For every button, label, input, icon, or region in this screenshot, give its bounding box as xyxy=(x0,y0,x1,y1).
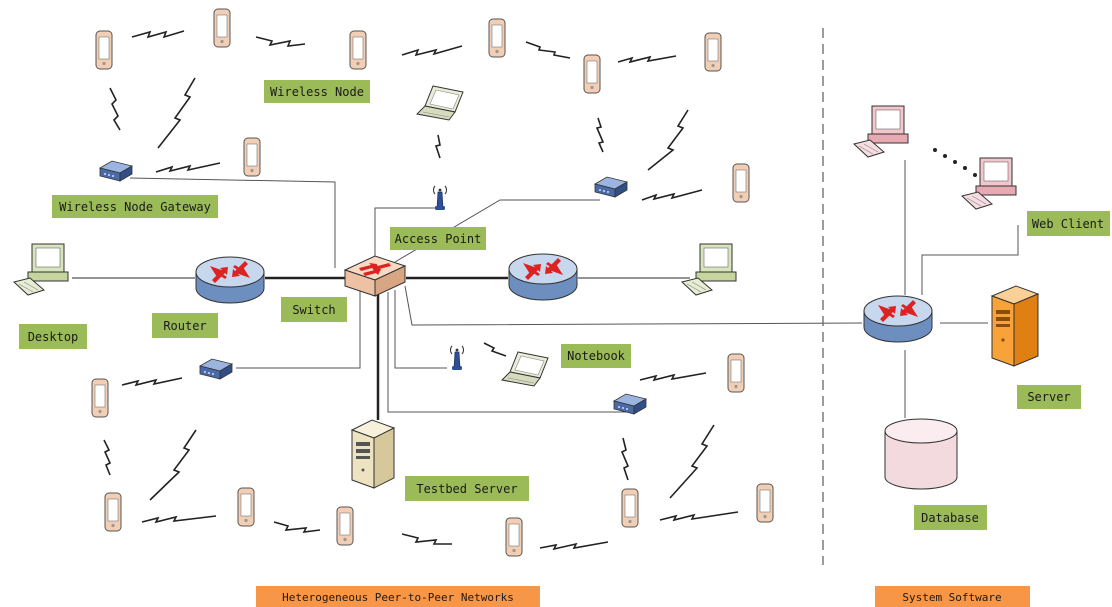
mobile-phone-icon xyxy=(583,54,601,94)
router-icon xyxy=(863,295,933,343)
section-caption-right: System Software xyxy=(875,586,1030,607)
ellipsis-dots xyxy=(933,148,977,177)
network-links xyxy=(72,160,1019,420)
label-text: Wireless Node Gateway xyxy=(59,200,211,214)
label-desktop: Desktop xyxy=(19,324,87,349)
wireless-links xyxy=(103,30,739,551)
label-text: Database xyxy=(921,511,979,525)
label-web-client: Web Client xyxy=(1027,211,1110,236)
testbed-server-icon xyxy=(351,419,395,489)
desktop-computer-icon xyxy=(13,243,69,296)
web-client-computer-icon xyxy=(961,157,1017,210)
server-tower-icon xyxy=(990,285,1040,367)
section-caption-text: Heterogeneous Peer-to-Peer Networks xyxy=(282,591,514,604)
wireless-gateway-icon xyxy=(199,358,233,380)
laptop-icon xyxy=(416,85,464,121)
label-text: Router xyxy=(163,319,206,333)
section-caption-left: Heterogeneous Peer-to-Peer Networks xyxy=(256,586,540,607)
mobile-phone-icon xyxy=(732,163,750,203)
mobile-phone-icon xyxy=(621,488,639,528)
mobile-phone-icon xyxy=(243,137,261,177)
label-access-point: Access Point xyxy=(390,227,486,250)
label-text: Testbed Server xyxy=(416,482,517,496)
mobile-phone-icon xyxy=(95,30,113,70)
label-text: Wireless Node xyxy=(270,85,364,99)
mobile-phone-icon xyxy=(91,378,109,418)
wireless-gateway-icon xyxy=(594,176,628,198)
mobile-phone-icon xyxy=(349,30,367,70)
mobile-phone-icon xyxy=(727,353,745,393)
mobile-phone-icon xyxy=(237,487,255,527)
label-text: Notebook xyxy=(567,349,626,363)
label-router: Router xyxy=(152,313,218,338)
router-icon xyxy=(195,256,265,304)
label-testbed-server: Testbed Server xyxy=(405,476,529,501)
label-database: Database xyxy=(914,505,987,530)
label-text: Access Point xyxy=(395,232,482,246)
mobile-phone-icon xyxy=(505,517,523,557)
mobile-phone-icon xyxy=(756,483,774,523)
desktop-computer-icon xyxy=(681,243,737,296)
laptop-icon xyxy=(501,351,549,387)
antenna-icon xyxy=(432,185,448,211)
mobile-phone-icon xyxy=(704,32,722,72)
mobile-phone-icon xyxy=(104,492,122,532)
wireless-gateway-icon xyxy=(613,393,647,415)
web-client-computer-icon xyxy=(853,105,909,158)
label-text: Switch xyxy=(292,303,335,317)
router-icon xyxy=(508,253,578,301)
section-caption-text: System Software xyxy=(902,591,1001,604)
label-wireless-node: Wireless Node xyxy=(264,80,370,103)
wireless-gateway-icon xyxy=(99,160,133,182)
mobile-phone-icon xyxy=(336,506,354,546)
label-text: Server xyxy=(1027,390,1070,404)
mobile-phone-icon xyxy=(488,18,506,58)
label-notebook: Notebook xyxy=(561,344,631,368)
antenna-icon xyxy=(449,345,465,371)
label-wireless-node-gateway: Wireless Node Gateway xyxy=(52,195,218,218)
database-cylinder-icon xyxy=(884,418,958,490)
switch-icon xyxy=(343,255,407,297)
label-switch: Switch xyxy=(281,297,347,322)
label-text: Desktop xyxy=(28,330,79,344)
mobile-phone-icon xyxy=(213,8,231,48)
label-text: Web Client xyxy=(1032,217,1104,231)
label-server: Server xyxy=(1017,385,1081,409)
